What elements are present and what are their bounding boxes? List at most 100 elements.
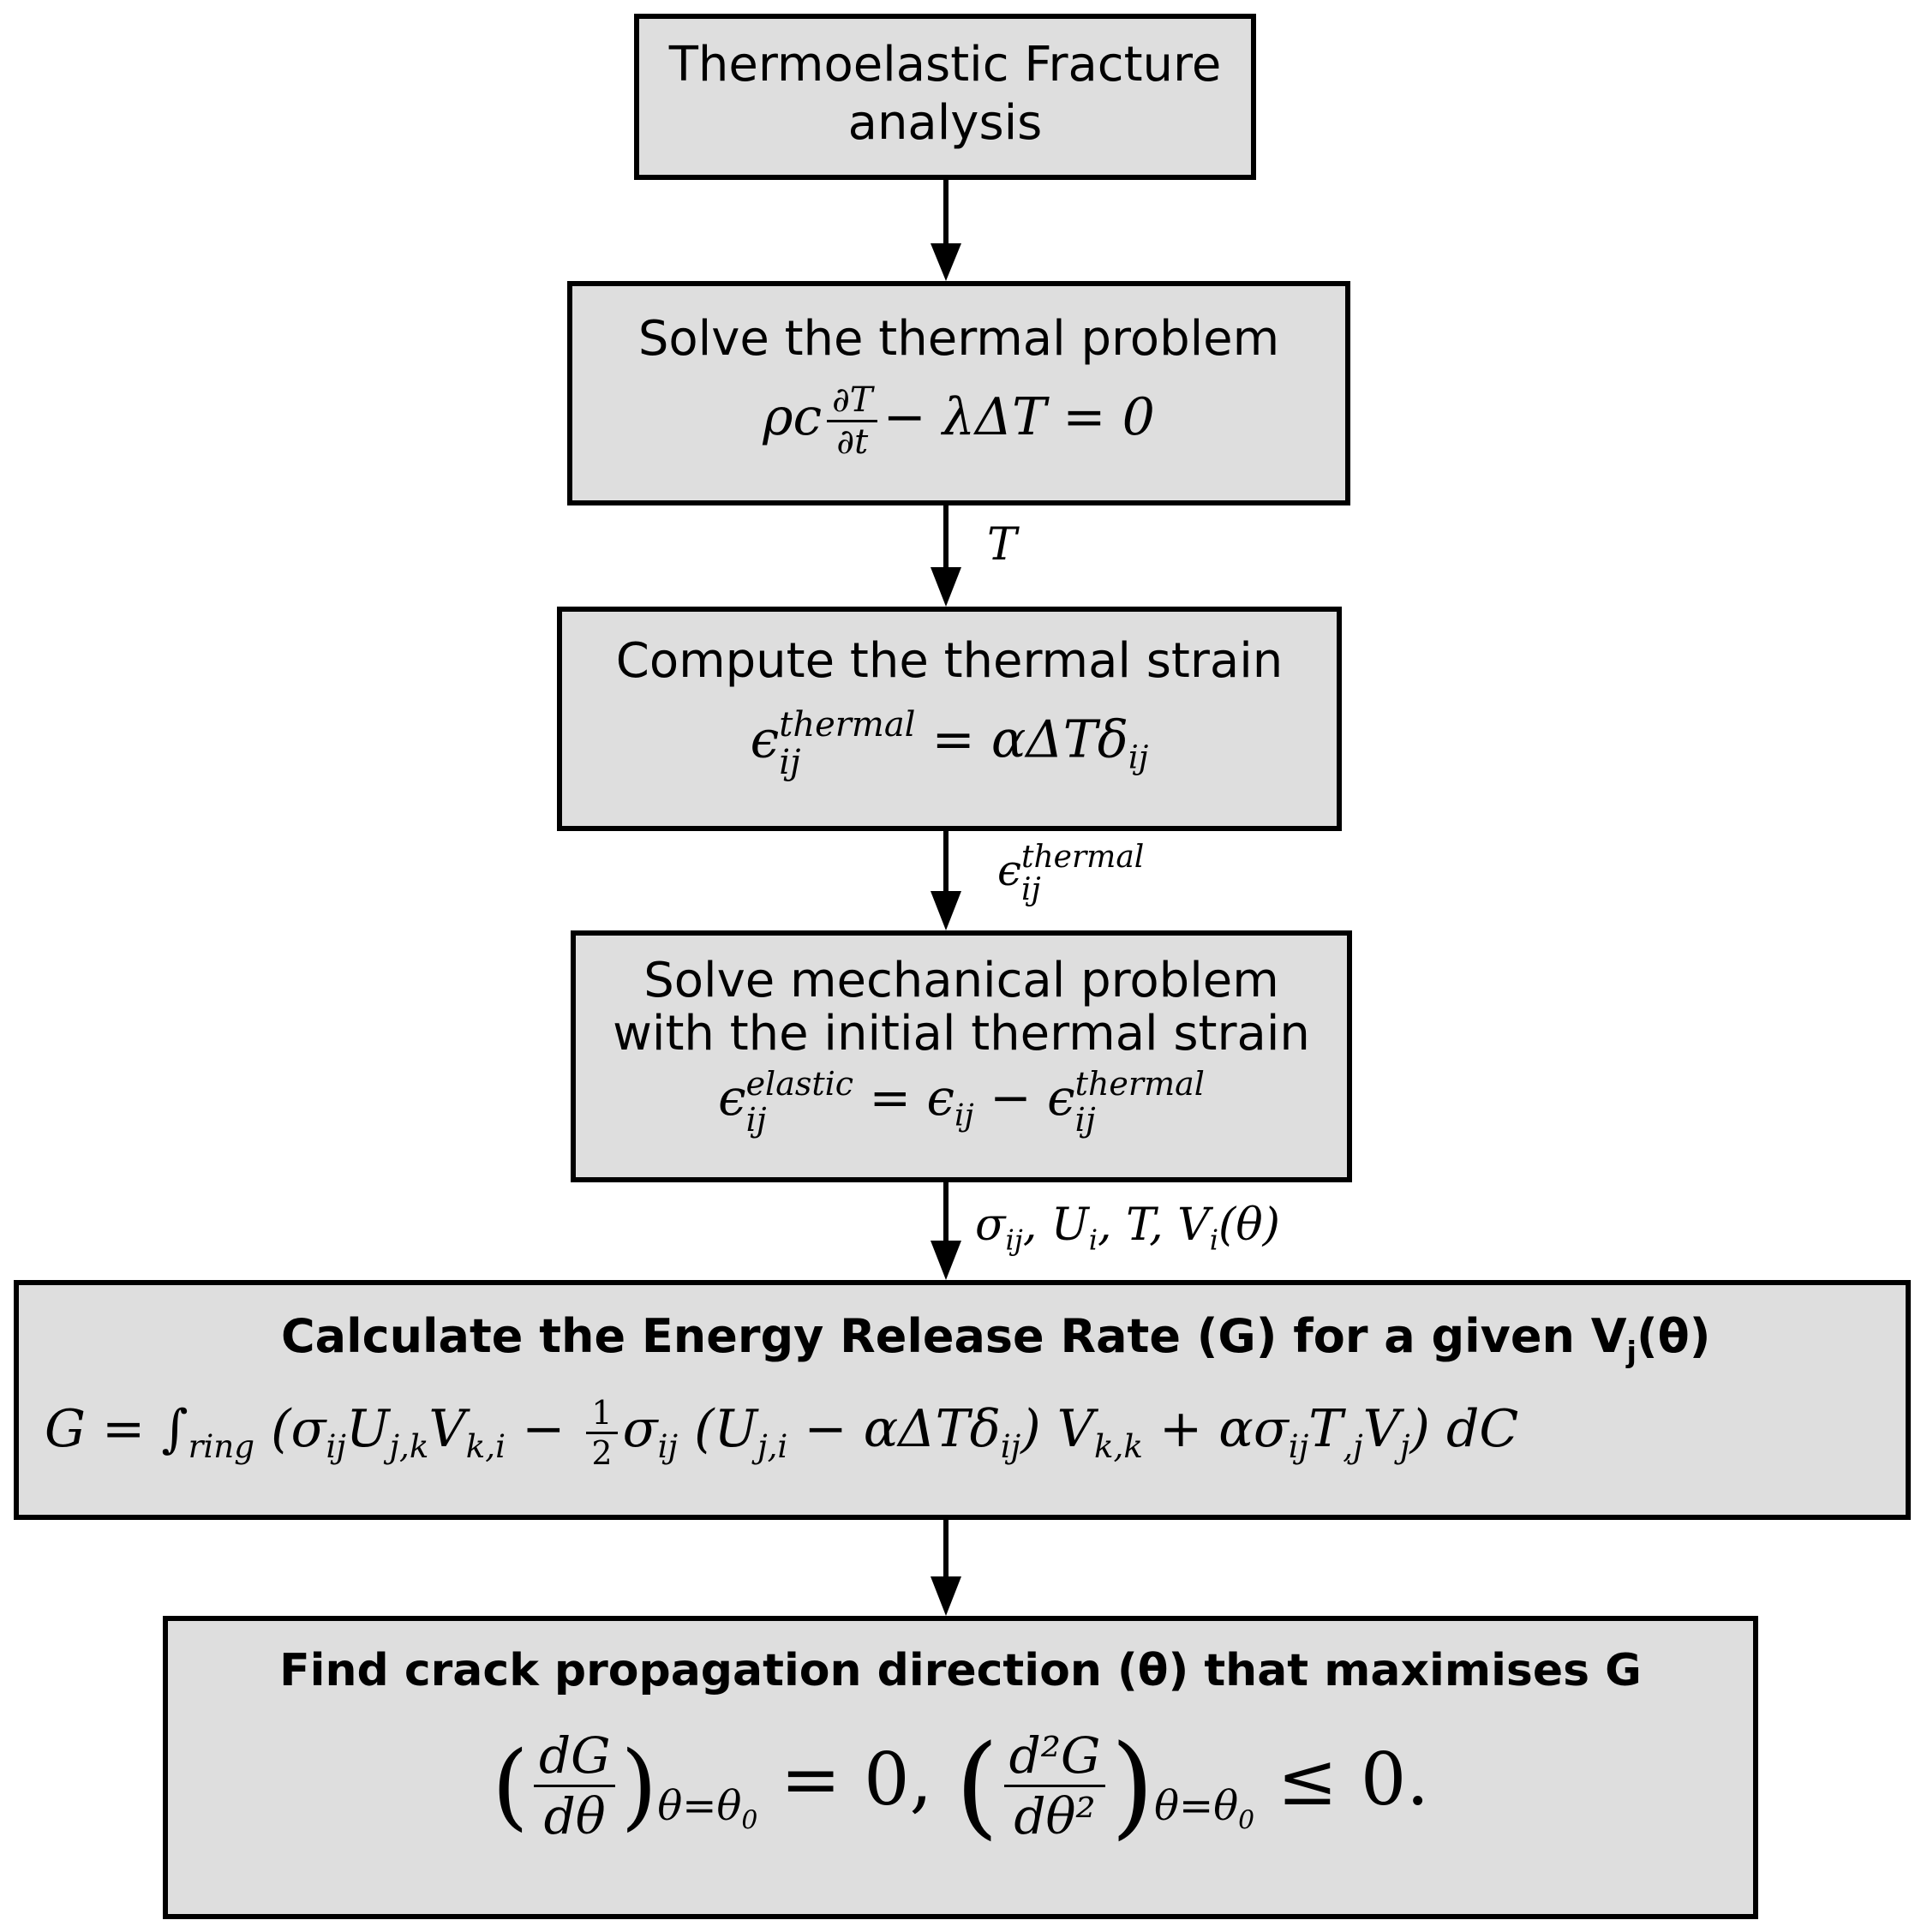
eq-s9: ,j (1343, 1427, 1363, 1465)
eq-minus: − (506, 1398, 582, 1459)
edge-label-fields: σij, Ui, T, Vi(θ) (975, 1199, 1280, 1256)
energy-title-sub: j (1626, 1335, 1637, 1369)
edge-sigma: σ (975, 1199, 1006, 1251)
edge-sigma-sub: ij (1005, 1223, 1023, 1257)
eq-equals-zero: = 0, (757, 1738, 955, 1821)
eq-minus-eps: − ϵ (973, 1068, 1075, 1127)
eq-rho-c: ρc (763, 387, 823, 448)
eq-U-1: U (345, 1398, 390, 1459)
eq-leq-zero: ≤ 0. (1254, 1738, 1429, 1821)
eq-alpha-sigma: + ασ (1142, 1398, 1289, 1459)
eq-sigma-2: σ (622, 1398, 658, 1459)
eq-cond-sub-2: 0 (1238, 1805, 1255, 1836)
node-strain-title: Compute the thermal strain (615, 633, 1284, 689)
eq-V-3: V (1362, 1398, 1400, 1459)
eq-eps-total: = ϵ (853, 1068, 955, 1127)
eq-V-1: V (428, 1398, 466, 1459)
eq-eps-elastic: ϵ (718, 1068, 746, 1127)
eq-sup-thermal: thermal (779, 705, 916, 745)
node-mechanical-line2: with the initial thermal strain (613, 1006, 1310, 1062)
node-thermal-title: Solve the thermal problem (637, 311, 1280, 367)
eq-cond-1: θ=θ (657, 1781, 742, 1830)
eq-V-2: ) V (1020, 1398, 1094, 1459)
node-solve-thermal-problem: Solve the thermal problem ρc∂T∂t− λΔT = … (567, 281, 1350, 505)
eq-int-ring: ring (188, 1427, 255, 1465)
arrow-mechanical-to-energy (931, 1182, 961, 1280)
thermal-equation: ρc∂T∂t− λΔT = 0 (763, 380, 1155, 462)
eq-cond-2: θ=θ (1154, 1781, 1239, 1830)
eq-sub-ij-1: ij (745, 1101, 767, 1139)
eq-rest: − λΔT = 0 (883, 387, 1155, 448)
eq-s6: ij (1000, 1427, 1021, 1465)
eq-sub-ij-3: ij (1074, 1101, 1096, 1139)
eq-paren-close-2: ) (1110, 1720, 1155, 1851)
eq-fraction-num: ∂T (827, 380, 878, 422)
eq-s8: ij (1288, 1427, 1309, 1465)
eq-paren-close-1: ) (620, 1731, 658, 1840)
energy-title-tail: (θ) (1637, 1309, 1711, 1363)
eq-sup-thermal-2: thermal (1074, 1065, 1205, 1103)
eq-num1: dG (533, 1726, 616, 1787)
eq-U-2: (U (694, 1398, 758, 1459)
eq-rhs-sub: ij (1128, 738, 1149, 776)
edge-eps-sup: thermal (1021, 840, 1145, 875)
eq-s2: j,k (389, 1427, 429, 1465)
node-energy-title: Calculate the Energy Release Rate (G) fo… (19, 1307, 1906, 1382)
node-crack-propagation-direction: Find crack propagation direction (θ) tha… (163, 1616, 1758, 1919)
eq-alpha-delta: − αΔTδ (787, 1398, 1001, 1459)
eq-sigma-1: (σ (271, 1398, 326, 1459)
eq-dC: ) dC (1409, 1398, 1519, 1459)
node-direction-title: Find crack propagation direction (θ) tha… (279, 1645, 1642, 1696)
eq-s1: ij (326, 1427, 346, 1465)
eq-den1: dθ (543, 1786, 606, 1845)
eq-fraction-den: ∂t (836, 422, 869, 462)
node-mechanical-line1: Solve mechanical problem (643, 953, 1279, 1008)
edge-T-V: , T, V (1098, 1199, 1210, 1251)
eq-s10: j (1399, 1427, 1410, 1465)
eq-num2: d²G (1003, 1726, 1106, 1787)
energy-title-main: Calculate the Energy Release Rate (G) fo… (281, 1309, 1627, 1363)
arrow-energy-to-direction (931, 1520, 961, 1616)
eq-sub-ij-2: ij (955, 1098, 974, 1133)
eq-paren-open-2: ( (955, 1720, 999, 1851)
arrow-start-to-thermal (931, 180, 961, 281)
node-energy-release-rate: Calculate the Energy Release Rate (G) fo… (14, 1280, 1911, 1520)
eq-epsilon: ϵ (750, 709, 780, 770)
eq-cond-sub-1: 0 (741, 1805, 758, 1836)
eq-s5: j,i (757, 1427, 788, 1465)
edge-theta: (θ) (1218, 1199, 1280, 1251)
eq-dT-dt-fraction: ∂T∂t (827, 380, 878, 462)
node-thermoelastic-fracture-analysis: Thermoelastic Fracture analysis (634, 14, 1256, 180)
eq-sub-ij: ij (779, 743, 801, 782)
eq-s3: k,i (465, 1427, 506, 1465)
edge-label-T: T (987, 519, 1017, 571)
eq-half-den: 2 (591, 1433, 613, 1472)
eq-half-num: 1 (586, 1394, 618, 1434)
eq-G-int: G = ∫ (45, 1398, 189, 1459)
node-start-line2: analysis (847, 95, 1043, 151)
arrow-thermal-to-strain (931, 505, 961, 607)
eq-sup-elastic: elastic (745, 1065, 854, 1103)
edge-U: , U (1022, 1199, 1089, 1251)
edge-U-sub: i (1088, 1223, 1098, 1257)
eq-s4: ij (657, 1427, 679, 1465)
edge-V-sub: i (1209, 1223, 1219, 1257)
eq-rhs: = αΔTδ (915, 709, 1128, 770)
eq-s7: k,k (1094, 1427, 1143, 1465)
arrow-strain-to-mechanical (931, 831, 961, 930)
node-solve-mechanical-problem: Solve mechanical problem with the initia… (571, 930, 1352, 1182)
node-start-line1: Thermoelastic Fracture (668, 37, 1222, 93)
eq-T: T (1308, 1398, 1344, 1459)
eq-paren-open-1: ( (492, 1731, 529, 1840)
edge-eps-sub: ij (1021, 872, 1041, 907)
